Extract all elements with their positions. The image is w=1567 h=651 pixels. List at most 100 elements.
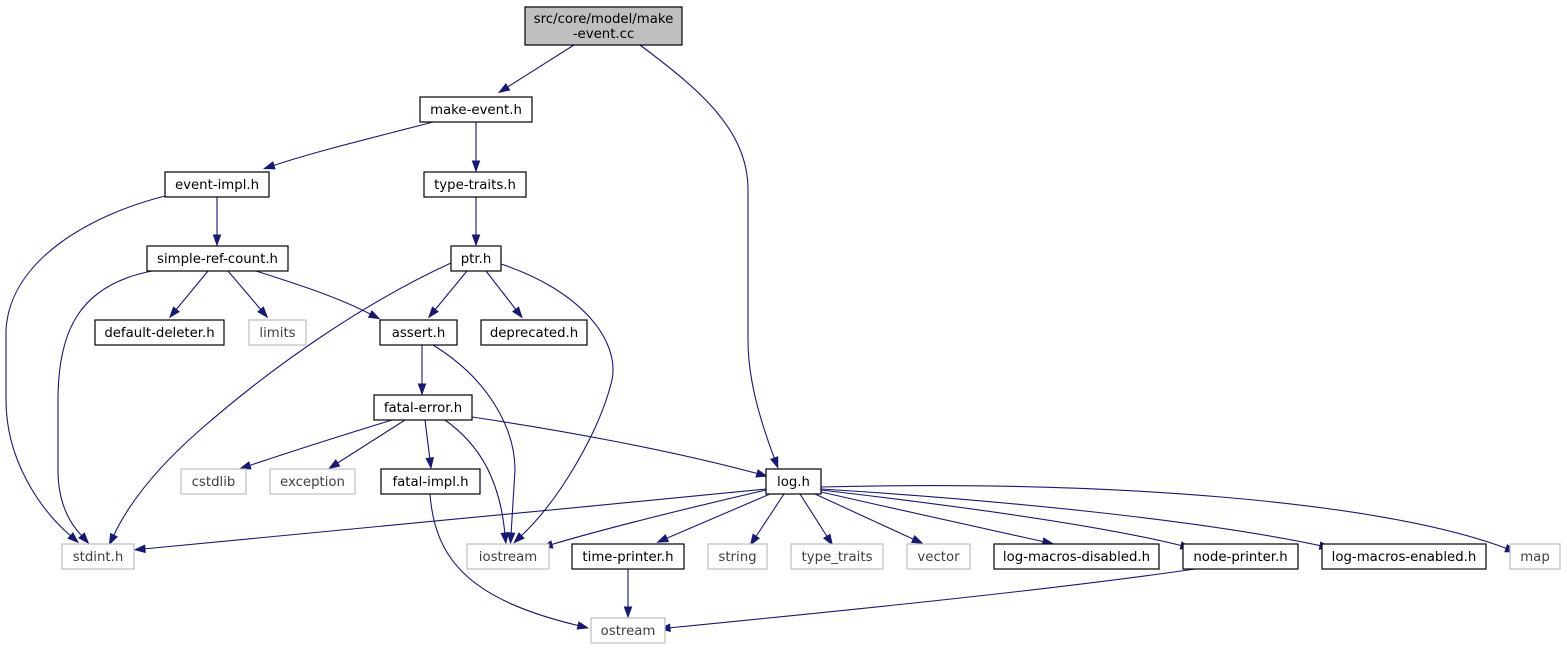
edge-line [667,568,1196,629]
node-box [466,543,550,570]
edge-arrowhead [910,535,924,544]
edge-arrowhead [471,160,481,173]
edge-log-h-to-stdint-h [133,488,767,554]
edge-log-h-to-log-macros-enabled-h [820,488,1332,550]
node-string: string [707,543,768,570]
edge-arrowhead [262,161,276,170]
edge-assert-h-to-fatal-error-h [417,345,427,396]
node-make-event-h[interactable]: make-event.h [419,96,533,123]
edge-line [433,270,468,312]
edge-arrowhead [513,532,525,544]
node-box [419,96,533,123]
node-deprecated-h[interactable]: deprecated.h [480,319,588,346]
edge-line [814,493,916,541]
edge-arrowhead [328,459,341,470]
edge-line [500,263,614,538]
node-cstdlib: cstdlib [180,468,247,495]
node-box [269,468,356,495]
edge-arrowhead [212,234,222,247]
node-log-h[interactable]: log.h [765,468,822,495]
edge-line [255,270,373,316]
node-box [1509,543,1561,570]
node-label: log.h [777,475,810,490]
edge-line [799,493,829,539]
edge-line [432,344,516,536]
edge-event-impl-h-to-simple-ref-count-h [212,197,222,247]
node-label: simple-ref-count.h [157,252,278,267]
edge-arrowhead [576,621,590,630]
node-box [480,319,588,346]
edge-log-h-to-type_traits [799,493,834,546]
edge-line [471,416,760,475]
node-box [94,319,225,346]
edge-make-event-h-to-event-impl-h [262,121,434,170]
edge-log-h-to-time-printer-h [656,493,771,543]
node-root[interactable]: src/core/model/make-event.cc [524,6,683,46]
edge-line [5,195,166,538]
node-label: limits [259,326,295,341]
node-fatal-error-h[interactable]: fatal-error.h [373,394,473,421]
node-label: vector [917,550,960,565]
node-label: iostream [479,550,537,565]
edge-line [335,419,406,465]
edge-fatal-error-h-to-iostream [444,419,510,545]
edge-log-h-to-iostream [540,489,767,549]
node-label: cstdlib [192,475,236,490]
node-label: make-event.h [430,103,522,118]
node-log-macros-disabled-h[interactable]: log-macros-disabled.h [993,543,1160,570]
node-event-impl-h[interactable]: event-impl.h [164,171,270,198]
edge-node-printer-h-to-ostream [658,568,1196,633]
node-box [61,543,135,570]
edge-ptr-h-to-stdint-h [108,262,452,546]
edge-arrowhead [755,469,769,478]
node-box [524,6,683,46]
edge-fatal-error-h-to-cstdlib [238,419,393,470]
edge-simple-ref-count-h-to-default-deleter-h [168,270,209,319]
edge-fatal-impl-h-to-ostream [429,493,590,630]
node-ptr-h[interactable]: ptr.h [450,245,502,272]
edge-line [227,270,263,312]
edge-line [142,488,767,550]
edge-line [820,488,1323,547]
node-box [248,319,307,346]
node-log-macros-enabled-h[interactable]: log-macros-enabled.h [1321,543,1487,570]
edge-root-to-log-h [639,44,779,469]
node-simple-ref-count-h[interactable]: simple-ref-count.h [146,245,289,272]
edge-arrowhead [78,532,90,545]
node-box [1182,543,1299,570]
edge-log-h-to-vector [814,493,924,544]
edge-fatal-error-h-to-fatal-impl-h [424,419,434,470]
edge-arrowhead [506,532,516,545]
edge-line [505,44,575,89]
edge-arrowhead [108,532,118,546]
node-label: log-macros-enabled.h [1332,550,1477,565]
node-box [146,245,289,272]
node-box [164,171,270,198]
node-box [1321,543,1487,570]
node-box [571,543,685,570]
node-label: fatal-error.h [384,401,462,416]
node-fatal-impl-h[interactable]: fatal-impl.h [380,468,481,495]
node-box [906,543,971,570]
edge-line [549,489,767,546]
node-label: default-deleter.h [104,326,214,341]
node-box [590,617,666,644]
edge-line [820,489,1184,547]
node-box [450,245,502,272]
node-box [993,543,1160,570]
node-assert-h[interactable]: assert.h [379,319,458,346]
node-label: src/core/model/make [534,12,674,27]
edge-line [820,491,1046,543]
node-type-traits-h[interactable]: type-traits.h [423,171,527,198]
edge-arrowhead [417,383,427,396]
node-node-printer-h[interactable]: node-printer.h [1182,543,1299,570]
node-label: type-traits.h [434,178,516,193]
node-label: exception [280,475,345,490]
node-time-printer-h[interactable]: time-printer.h [571,543,685,570]
node-default-deleter-h[interactable]: default-deleter.h [94,319,225,346]
edge-arrowhead [168,306,180,319]
node-label: time-printer.h [582,550,673,565]
edge-type-traits-h-to-ptr-h [471,197,481,247]
node-box [373,394,473,421]
edge-arrowhead [427,306,439,319]
